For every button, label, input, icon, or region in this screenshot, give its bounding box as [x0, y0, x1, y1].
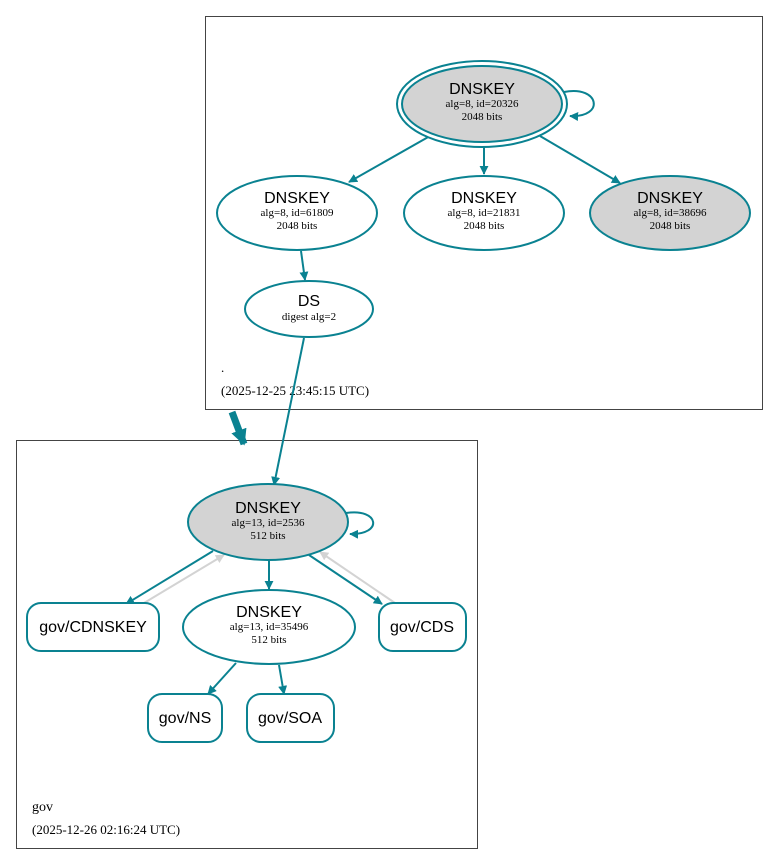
node-type: DNSKEY — [236, 604, 302, 621]
node-detail: digest alg=2 — [282, 311, 336, 323]
node-bits: 512 bits — [250, 530, 285, 542]
edge-ksk20326-self — [563, 90, 595, 121]
edge-cds-to-ksk2536 — [319, 551, 396, 604]
node-gov-cdnskey[interactable]: gov/CDNSKEY — [26, 602, 160, 652]
node-label: gov/SOA — [258, 710, 322, 727]
node-ds[interactable]: DS digest alg=2 — [244, 280, 374, 338]
zone-gov-border — [16, 440, 478, 849]
node-detail: alg=8, id=21831 — [448, 207, 521, 219]
node-dnskey-21831[interactable]: DNSKEY alg=8, id=21831 2048 bits — [403, 175, 565, 251]
zone-root-border — [205, 16, 763, 410]
node-detail: alg=8, id=38696 — [634, 207, 707, 219]
node-bits: 2048 bits — [277, 220, 318, 232]
node-gov-ns[interactable]: gov/NS — [147, 693, 223, 743]
node-shape — [401, 65, 563, 143]
node-dnskey-2536[interactable]: DNSKEY alg=13, id=2536 512 bits — [187, 483, 349, 561]
node-type: DS — [298, 293, 320, 310]
node-bits: 2048 bits — [462, 111, 503, 123]
node-label: gov/CDNSKEY — [39, 619, 147, 636]
node-shape — [403, 175, 565, 251]
edge-ksk2536-self — [345, 511, 375, 539]
node-detail: alg=13, id=2536 — [232, 517, 305, 529]
node-shape — [246, 693, 335, 743]
node-gov-soa[interactable]: gov/SOA — [246, 693, 335, 743]
edge-35496-to-ns — [207, 662, 237, 695]
edge-ds-to-gov-ksk — [271, 337, 305, 486]
zone-root-name: . — [221, 360, 224, 375]
node-shape — [216, 175, 378, 251]
node-type: DNSKEY — [637, 190, 703, 207]
zone-gov-name: gov — [32, 800, 53, 815]
node-dnskey-35496[interactable]: DNSKEY alg=13, id=35496 512 bits — [182, 589, 356, 665]
edge-ksk2536-to-cdnskey — [125, 550, 214, 605]
node-dnskey-61809[interactable]: DNSKEY alg=8, id=61809 2048 bits — [216, 175, 378, 251]
node-label: gov/CDS — [390, 619, 454, 636]
node-bits: 2048 bits — [650, 220, 691, 232]
node-type: DNSKEY — [235, 500, 301, 517]
node-shape — [26, 602, 160, 652]
node-dnskey-38696[interactable]: DNSKEY alg=8, id=38696 2048 bits — [589, 175, 751, 251]
edge-ksk2536-to-cds — [308, 554, 383, 605]
edge-ksk20326-to-38696 — [539, 135, 621, 184]
node-dnskey-20326[interactable]: DNSKEY alg=8, id=20326 2048 bits — [396, 60, 568, 148]
node-shape — [378, 602, 467, 652]
node-gov-cds[interactable]: gov/CDS — [378, 602, 467, 652]
edge-ksk20326-to-61809 — [348, 135, 431, 183]
node-detail: alg=8, id=61809 — [261, 207, 334, 219]
node-shape — [589, 175, 751, 251]
zone-root-timestamp: (2025-12-25 23:45:15 UTC) — [221, 383, 369, 398]
zone-gov-cluster: gov (2025-12-26 02:16:24 UTC) — [16, 440, 478, 849]
node-detail: alg=8, id=20326 — [446, 98, 519, 110]
node-type: DNSKEY — [449, 81, 515, 98]
zone-root-cluster: . (2025-12-25 23:45:15 UTC) — [205, 16, 763, 410]
node-shape — [244, 280, 374, 338]
edges — [125, 90, 621, 695]
node-shape — [187, 483, 349, 561]
node-bits: 512 bits — [251, 634, 286, 646]
node-type: DNSKEY — [451, 190, 517, 207]
node-shape — [147, 693, 223, 743]
edge-cdnskey-to-ksk2536 — [143, 554, 225, 604]
node-detail: alg=13, id=35496 — [230, 621, 309, 633]
node-label: gov/NS — [159, 710, 211, 727]
edge-61809-to-ds — [299, 250, 309, 281]
edge-delegation-root-to-gov — [228, 410, 248, 446]
node-shape — [182, 589, 356, 665]
edge-35496-to-soa — [278, 664, 288, 695]
node-bits: 2048 bits — [464, 220, 505, 232]
node-type: DNSKEY — [264, 190, 330, 207]
zone-gov-timestamp: (2025-12-26 02:16:24 UTC) — [32, 822, 180, 837]
